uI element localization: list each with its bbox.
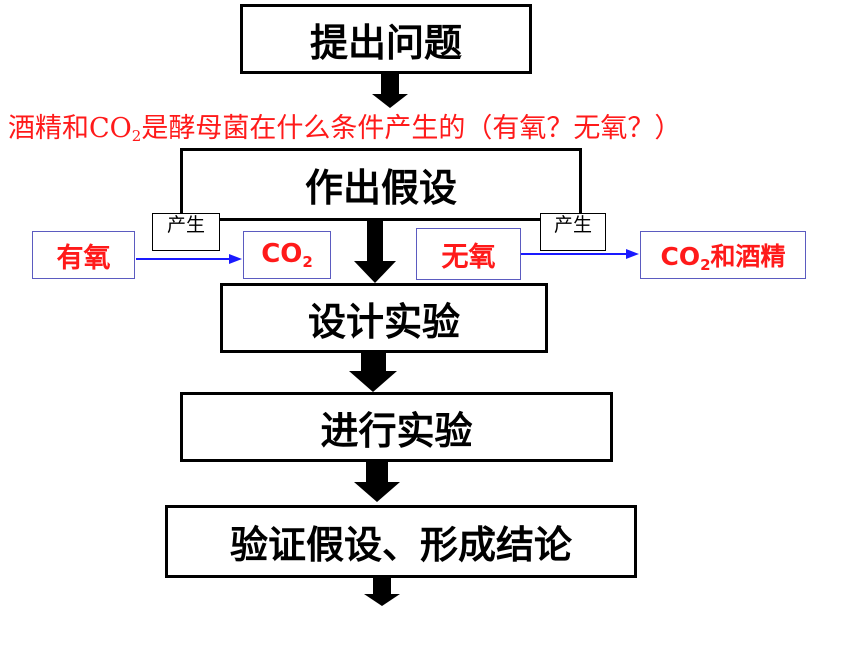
step-conduct-experiment: 进行实验 [180, 392, 613, 462]
anaerobic-produce-label: 产生 [553, 214, 592, 236]
step-conduct-experiment-label: 进行实验 [320, 408, 473, 453]
down-arrow-3 [349, 352, 397, 392]
anaerobic-product-box: CO2和酒精 [640, 231, 806, 279]
anaerobic-produce-arrow [521, 249, 639, 259]
down-arrow-4 [354, 462, 400, 502]
aerobic-product-text: CO2 [261, 239, 313, 271]
anaerobic-product-suffix: 和酒精 [710, 241, 786, 271]
aerobic-condition-label: 有氧 [56, 242, 111, 274]
anaerobic-product-text: CO2和酒精 [660, 237, 785, 274]
aerobic-produce-tag: 产生 [152, 213, 220, 251]
anaerobic-condition-box: 无氧 [416, 228, 521, 280]
down-arrow-5 [364, 578, 400, 606]
question-text-after: 是酵母菌在什么条件产生的（有氧？无氧？） [141, 113, 682, 144]
down-arrow-2 [354, 221, 396, 283]
step-make-hypothesis: 作出假设 [180, 148, 582, 221]
step-design-experiment-label: 设计实验 [307, 299, 460, 344]
down-arrow-1 [372, 73, 408, 108]
step-pose-question: 提出问题 [240, 4, 532, 74]
anaerobic-condition-label: 无氧 [441, 241, 496, 273]
aerobic-product-formula: CO [261, 239, 303, 269]
anaerobic-product-subscript: 2 [700, 255, 711, 274]
step-pose-question-label: 提出问题 [309, 20, 462, 65]
aerobic-product-subscript: 2 [302, 253, 313, 271]
step-design-experiment: 设计实验 [220, 283, 548, 353]
aerobic-produce-arrow [136, 254, 242, 264]
aerobic-condition-box: 有氧 [32, 231, 135, 279]
question-subscript: 2 [131, 127, 142, 145]
step-make-hypothesis-label: 作出假设 [304, 166, 457, 210]
anaerobic-product-formula: CO [660, 241, 701, 271]
aerobic-produce-label: 产生 [166, 214, 205, 236]
aerobic-product-box: CO2 [243, 231, 331, 279]
question-text-before: 酒精和CO [8, 113, 132, 144]
step-verify-conclude-label: 验证假设、形成结论 [229, 523, 572, 567]
step-verify-conclude: 验证假设、形成结论 [165, 505, 637, 578]
anaerobic-produce-tag: 产生 [540, 213, 606, 251]
research-question: 酒精和CO2是酵母菌在什么条件产生的（有氧？无氧？） [8, 106, 681, 145]
